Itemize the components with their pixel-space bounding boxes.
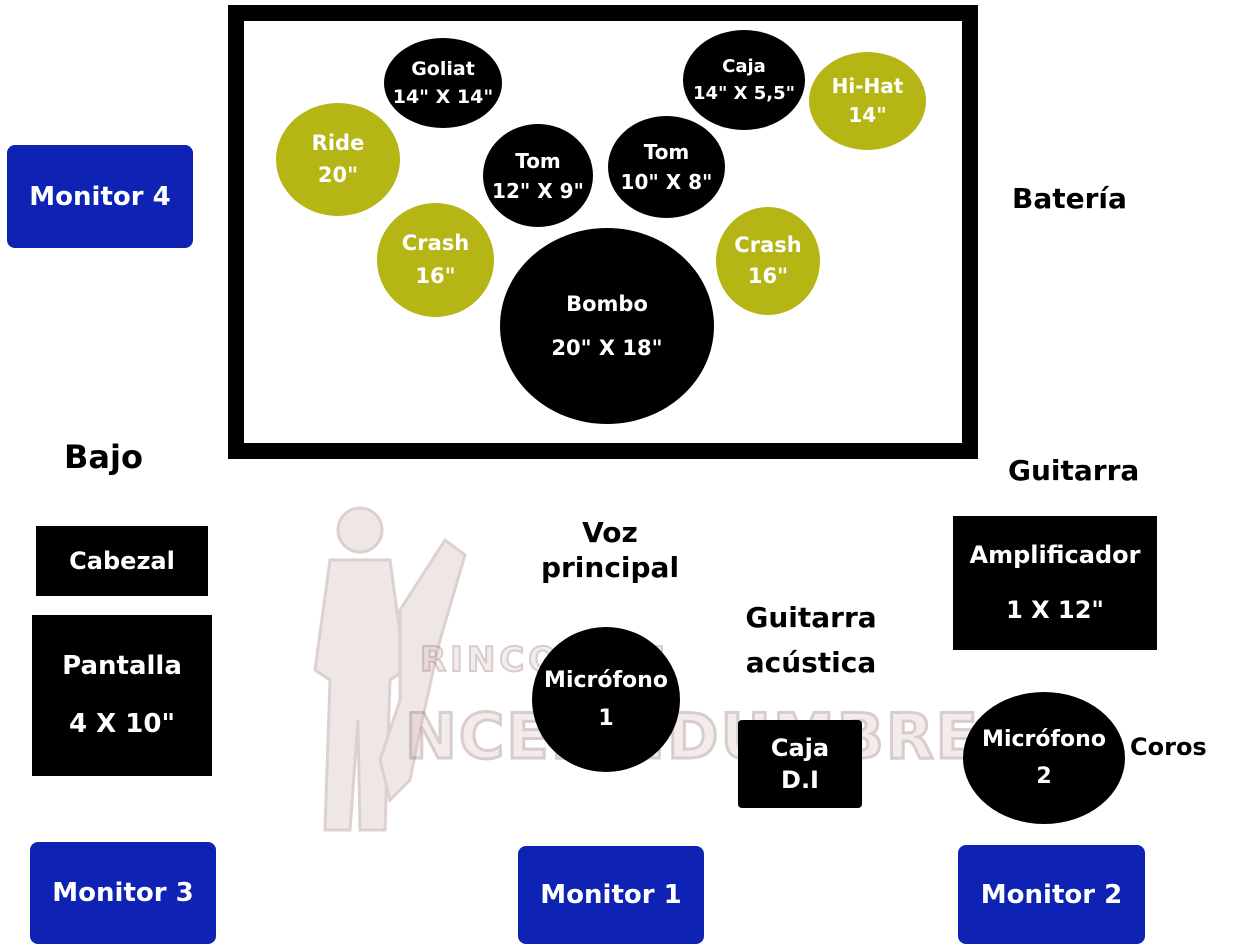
watermark-text-bottom: NCERTIDUMBRE	[404, 699, 980, 775]
drum-caja-size: 14" X 5,5"	[692, 83, 796, 104]
cymbal-hihat-name: Hi-Hat	[831, 74, 904, 98]
bass-cabinet: Pantalla 4 X 10"	[32, 615, 212, 776]
drum-caja: Caja 14" X 5,5"	[683, 30, 805, 130]
monitor-2-label: Monitor 2	[980, 879, 1123, 910]
di-box-line2: D.I	[781, 766, 819, 794]
cymbal-ride-name: Ride	[311, 131, 365, 155]
guitar-amplifier-name: Amplificador	[969, 540, 1141, 569]
drum-tom-10-name: Tom	[643, 140, 690, 164]
di-box: Caja D.I	[738, 720, 862, 808]
drum-kit-title: Batería	[1012, 182, 1127, 215]
lead-vocal-mic-name: Micrófono	[544, 668, 668, 694]
monitor-2: Monitor 2	[958, 845, 1145, 944]
drum-bombo: Bombo 20" X 18"	[500, 228, 714, 424]
drum-goliat-size: 14" X 14"	[392, 86, 494, 108]
cymbal-crash-right-name: Crash	[734, 232, 802, 257]
monitor-1: Monitor 1	[518, 846, 704, 944]
bass-cabinet-name: Pantalla	[62, 651, 182, 682]
monitor-3-label: Monitor 3	[52, 878, 194, 908]
cymbal-crash-left: Crash 16"	[377, 203, 494, 317]
guitar-amplifier-size: 1 X 12"	[1006, 596, 1104, 624]
backing-vocal-mic-number: 2	[1036, 764, 1052, 789]
bass-head-label: Cabezal	[69, 547, 175, 575]
guitar-amplifier: Amplificador 1 X 12"	[953, 516, 1157, 650]
monitor-1-label: Monitor 1	[540, 880, 682, 910]
cymbal-hihat: Hi-Hat 14"	[809, 52, 926, 150]
backing-vocals-title: Coros	[1130, 733, 1207, 761]
drum-caja-name: Caja	[722, 56, 766, 77]
backing-vocal-mic: Micrófono 2	[963, 692, 1125, 824]
drum-bombo-name: Bombo	[566, 291, 648, 316]
drum-tom-10-size: 10" X 8"	[620, 170, 713, 194]
di-box-line1: Caja	[770, 733, 830, 762]
bass-cabinet-size: 4 X 10"	[69, 708, 175, 739]
lead-vocal-mic-number: 1	[598, 705, 614, 731]
lead-vocal-title: Voz principal	[530, 515, 690, 585]
monitor-4: Monitor 4	[7, 145, 193, 248]
lead-vocal-title-line1: Voz	[582, 516, 638, 549]
cymbal-crash-right: Crash 16"	[716, 207, 820, 315]
bass-head: Cabezal	[36, 526, 208, 596]
backing-vocal-mic-name: Micrófono	[982, 726, 1106, 752]
lead-vocal-mic: Micrófono 1	[532, 627, 680, 772]
cymbal-crash-left-size: 16"	[415, 264, 456, 288]
drum-bombo-size: 20" X 18"	[551, 336, 663, 360]
acoustic-guitar-title: Guitarra acústica	[730, 596, 892, 686]
bass-title: Bajo	[64, 438, 143, 476]
cymbal-hihat-size: 14"	[848, 103, 887, 127]
guitarist-silhouette-watermark	[313, 506, 467, 832]
cymbal-ride-size: 20"	[317, 162, 359, 187]
drum-tom-12-size: 12" X 9"	[492, 178, 584, 203]
lead-vocal-title-line2: principal	[540, 551, 680, 584]
cymbal-ride: Ride 20"	[276, 103, 400, 216]
drum-goliat: Goliat 14" X 14"	[384, 38, 502, 128]
drum-goliat-name: Goliat	[411, 57, 475, 80]
cymbal-crash-right-size: 16"	[747, 264, 789, 288]
acoustic-guitar-title-line1: Guitarra	[745, 601, 877, 634]
monitor-4-label: Monitor 4	[29, 181, 171, 212]
drum-tom-12-name: Tom	[515, 148, 561, 173]
acoustic-guitar-title-line2: acústica	[745, 645, 877, 679]
cymbal-crash-left-name: Crash	[401, 231, 470, 256]
drum-tom-12: Tom 12" X 9"	[483, 124, 593, 227]
drum-tom-10: Tom 10" X 8"	[608, 116, 725, 218]
guitar-title: Guitarra	[1008, 454, 1140, 487]
monitor-3: Monitor 3	[30, 842, 216, 944]
